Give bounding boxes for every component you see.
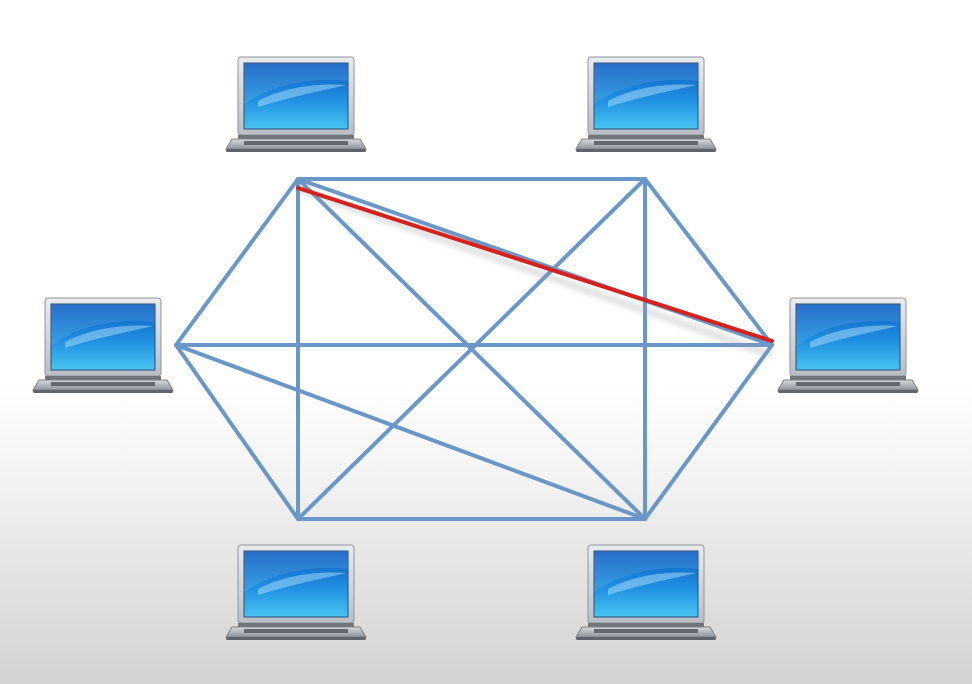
laptop-icon-right — [777, 297, 919, 393]
link-top-right-right — [643, 177, 774, 347]
laptop-screen — [243, 550, 349, 618]
laptop-screen — [795, 303, 901, 371]
link-left-top-left — [174, 177, 300, 347]
link-left-bottom-right — [174, 343, 647, 521]
laptop-icon-top-right — [575, 56, 717, 152]
link-right-bottom-right — [643, 343, 774, 521]
highlighted-link — [296, 186, 774, 343]
laptop-screen — [593, 550, 699, 618]
laptop-icon-top-left — [225, 56, 367, 152]
highlighted-link-shadow — [297, 186, 773, 358]
link-top-right-bottom-left — [296, 177, 647, 521]
laptop-screen — [50, 303, 156, 371]
laptop-screen — [593, 62, 699, 130]
laptop-screen — [243, 62, 349, 130]
laptop-icon-left — [32, 297, 174, 393]
laptop-icon-bottom-left — [225, 544, 367, 640]
laptop-icon-bottom-right — [575, 544, 717, 640]
link-bottom-left-left — [174, 343, 300, 521]
